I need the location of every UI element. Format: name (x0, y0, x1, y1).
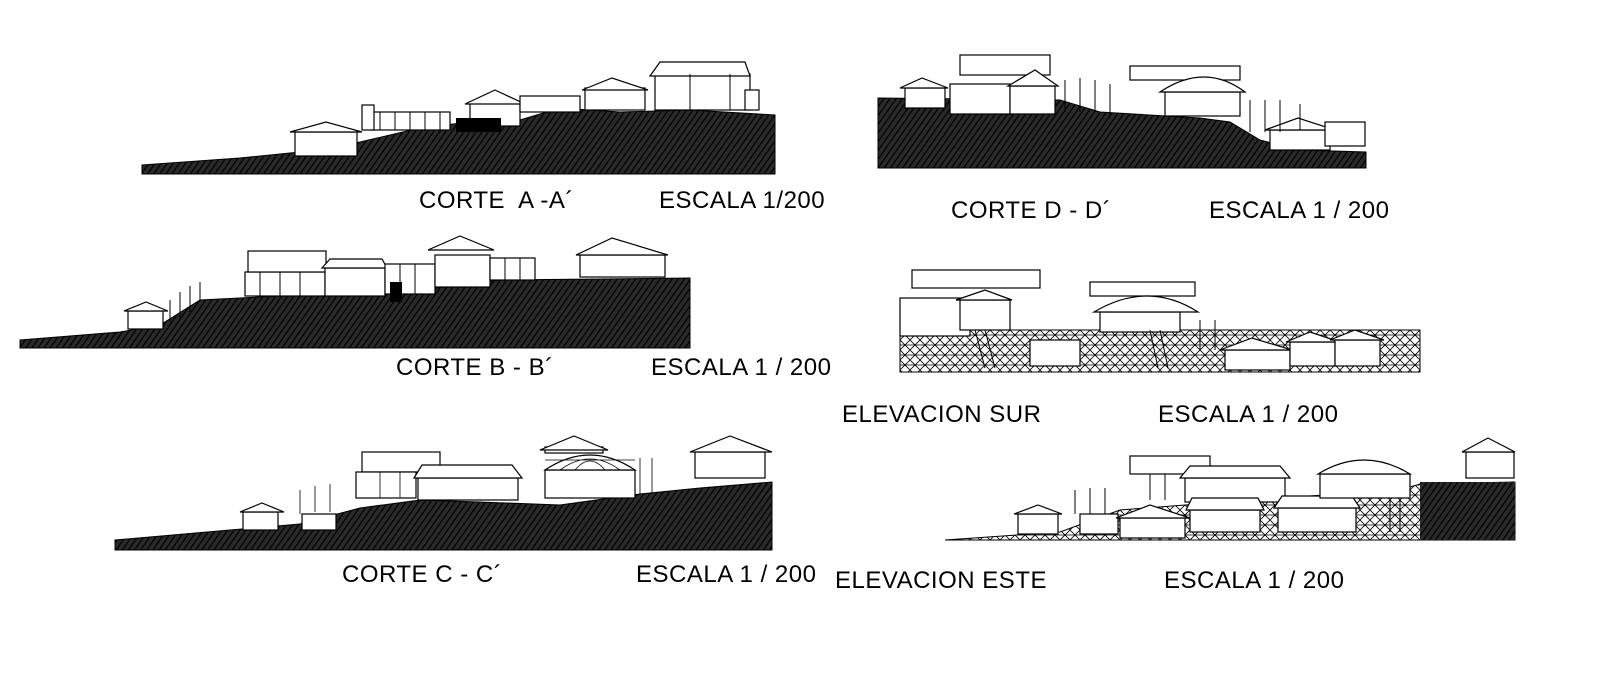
section-d-drawing (877, 54, 1367, 169)
section-d-title: CORTE D - D´ (951, 197, 1112, 224)
section-d-scale: ESCALA 1 / 200 (1209, 197, 1390, 224)
section-b-title: CORTE B - B´ (396, 354, 554, 381)
section-b-drawing (19, 235, 691, 349)
section-c-scale: ESCALA 1 / 200 (636, 561, 817, 588)
section-a-scale: ESCALA 1/200 (659, 187, 826, 214)
section-a-title: CORTE A -A´ (419, 187, 574, 214)
section-c-title: CORTE C - C´ (342, 561, 503, 588)
elevation-south-scale: ESCALA 1 / 200 (1158, 401, 1339, 428)
section-b-scale: ESCALA 1 / 200 (651, 354, 832, 381)
section-a-drawing (141, 61, 776, 175)
elevation-south-drawing (899, 269, 1421, 373)
elevation-east-scale: ESCALA 1 / 200 (1164, 567, 1345, 594)
section-c-drawing (114, 435, 773, 551)
elevation-east-title: ELEVACION ESTE (835, 567, 1047, 594)
elevation-east-drawing (944, 437, 1516, 541)
elevation-south-title: ELEVACION SUR (842, 401, 1042, 428)
